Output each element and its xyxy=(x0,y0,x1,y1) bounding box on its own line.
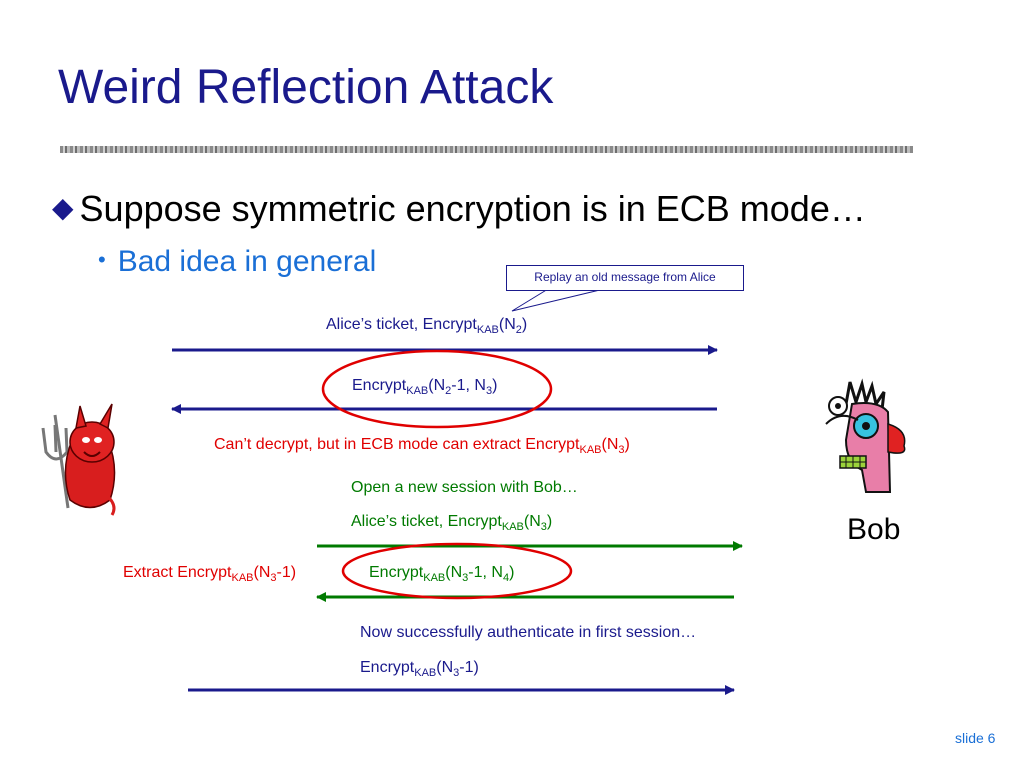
slide-title: Weird Reflection Attack xyxy=(58,61,554,114)
message-label-8: Now successfully authenticate in first s… xyxy=(360,624,697,641)
highlight-ellipse-1 xyxy=(321,349,553,429)
diamond-bullet-icon: ◆ xyxy=(52,192,74,223)
bullet-main: ◆Suppose symmetric encryption is in ECB … xyxy=(52,188,866,230)
message-label-3: Can’t decrypt, but in ECB mode can extra… xyxy=(214,436,630,457)
bullet-main-text: Suppose symmetric encryption is in ECB m… xyxy=(79,188,866,229)
devil-icon xyxy=(41,403,116,516)
highlight-ellipse-2 xyxy=(341,542,573,600)
title-divider xyxy=(60,146,913,153)
dot-bullet-icon: • xyxy=(98,247,106,272)
bullet-sub-text: Bad idea in general xyxy=(117,245,377,278)
callout-box: Replay an old message from Alice xyxy=(506,265,744,291)
message-label-4: Open a new session with Bob… xyxy=(351,479,578,496)
bob-label: Bob xyxy=(847,513,901,546)
message-label-9: EncryptKAB(N3-1) xyxy=(360,659,479,680)
message-label-6: Extract EncryptKAB(N3-1) xyxy=(123,564,297,585)
bullet-sub: • Bad idea in general xyxy=(98,245,376,279)
message-label-1: Alice’s ticket, EncryptKAB(N2) xyxy=(326,316,528,337)
message-label-2: EncryptKAB(N2-1, N3) xyxy=(352,377,498,398)
bob-face-icon xyxy=(825,378,906,493)
callout-pointer xyxy=(511,288,605,312)
message-label-5: Alice’s ticket, EncryptKAB(N3) xyxy=(351,513,553,534)
message-label-7: EncryptKAB(N3-1, N4) xyxy=(369,564,515,585)
slide-number: slide 6 xyxy=(955,730,996,746)
